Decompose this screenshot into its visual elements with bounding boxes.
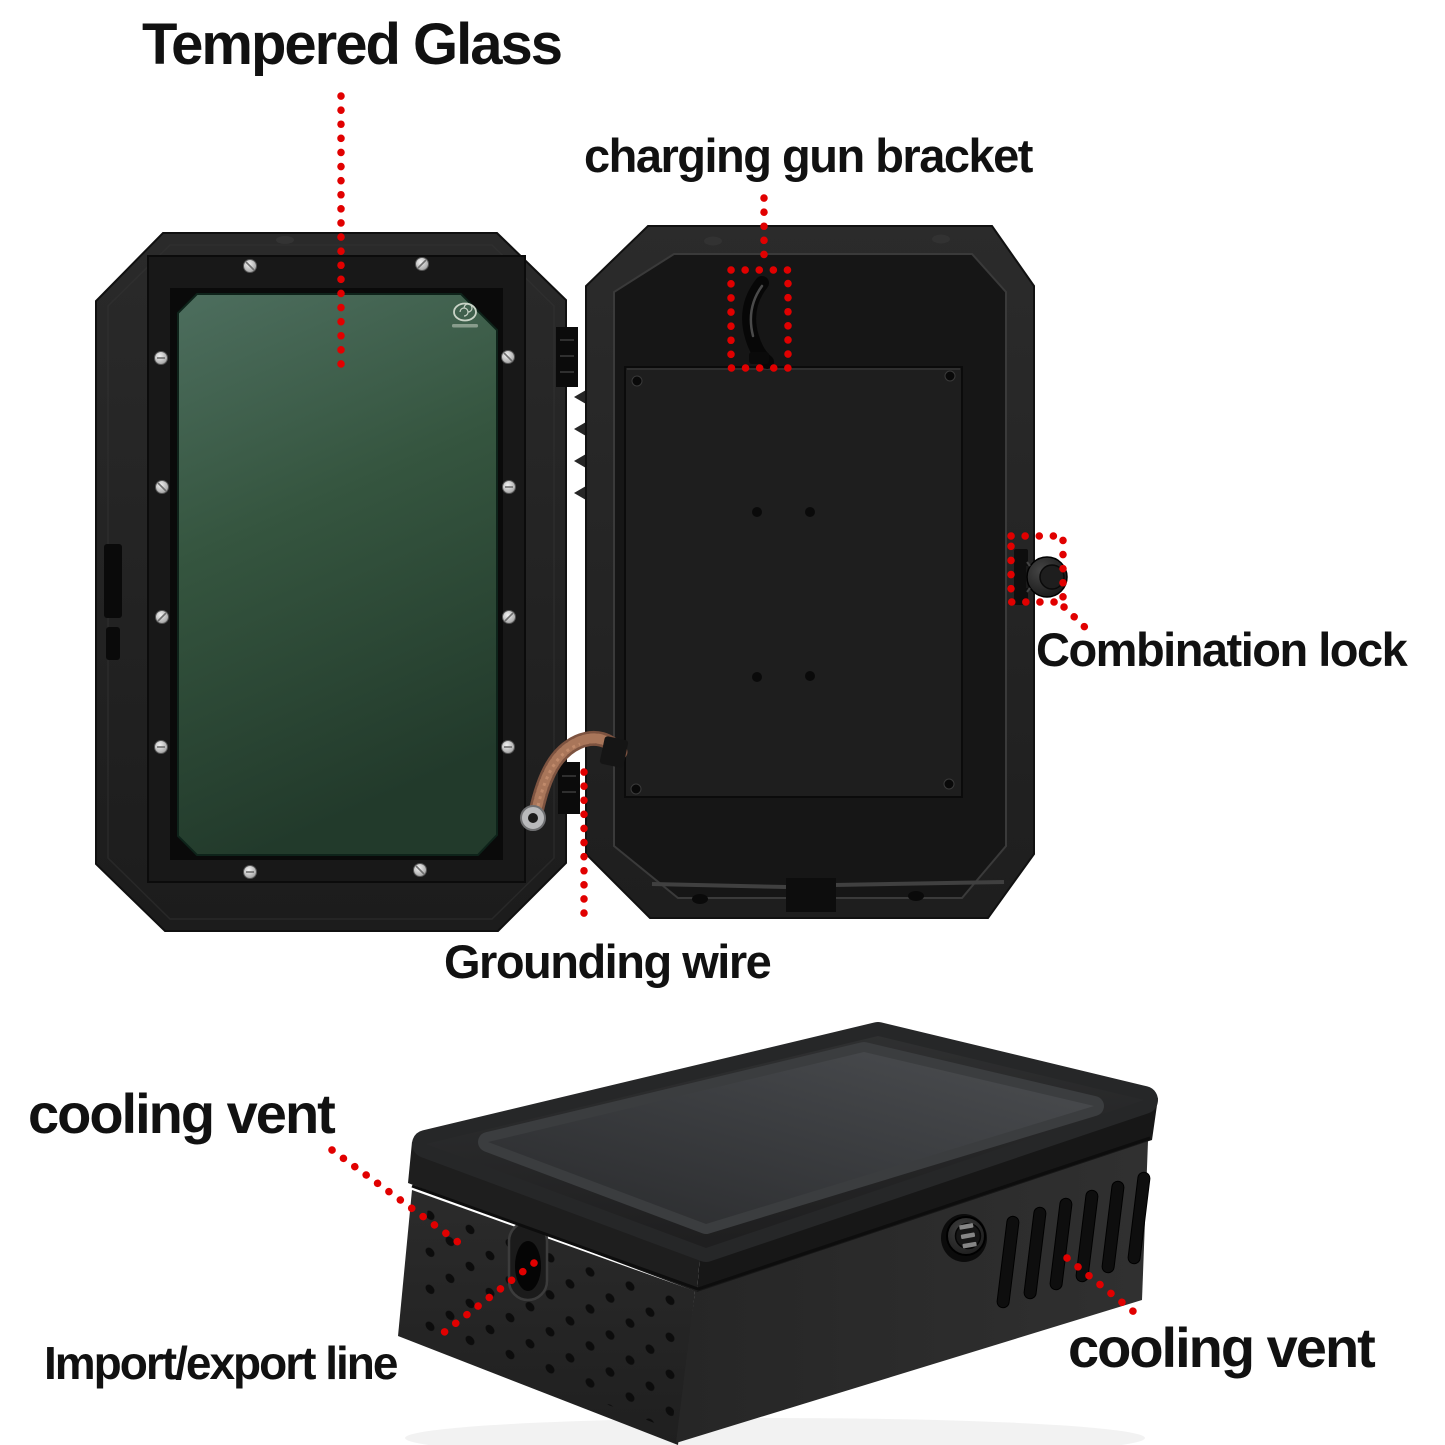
grounding-ring-terminal [520,805,546,831]
door-latch-slots [104,544,122,660]
label-grounding-wire: Grounding wire [444,935,772,988]
mounting-plate-holes [752,507,815,682]
charging-gun-bracket [742,276,774,369]
glass-certification-mark [452,302,478,328]
annotation-box-combination-lock [1007,532,1067,606]
label-tempered-glass: Tempered Glass [142,12,563,77]
label-charging-gun-bracket: charging gun bracket [584,129,1033,182]
annotation-leader-cooling-vent-right [1063,1254,1143,1320]
open-door-panel [95,232,567,932]
tempered-glass-panel [177,293,498,856]
hinge-bottom [558,762,580,814]
mounting-plate-screws [630,370,956,795]
annotations [328,92,1143,1344]
closed-box [398,1022,1158,1445]
box-bottom-rim [651,878,1005,912]
label-cooling-vent-left: cooling vent [28,1082,336,1145]
import-export-hole [507,1220,549,1302]
closed-box-front-face [676,1141,1148,1443]
combination-lock-dial [941,1214,987,1262]
grounding-wire [520,730,629,831]
annotation-leader-cooling-vent-left [328,1146,470,1252]
label-combination-lock: Combination lock [1036,623,1408,676]
label-cooling-vent-right: cooling vent [1068,1316,1376,1379]
hinge-assembly [556,327,586,814]
mounting-plate [624,366,963,798]
cooling-vent-slots [996,1171,1151,1309]
combination-lock-knob [1014,549,1068,605]
label-import-export-line: Import/export line [44,1337,398,1389]
annotation-box-charging-gun-bracket [727,266,792,372]
cooling-vent-perforation [418,1204,686,1430]
open-box-body [585,225,1068,919]
lid-skirt-left [408,1142,700,1292]
